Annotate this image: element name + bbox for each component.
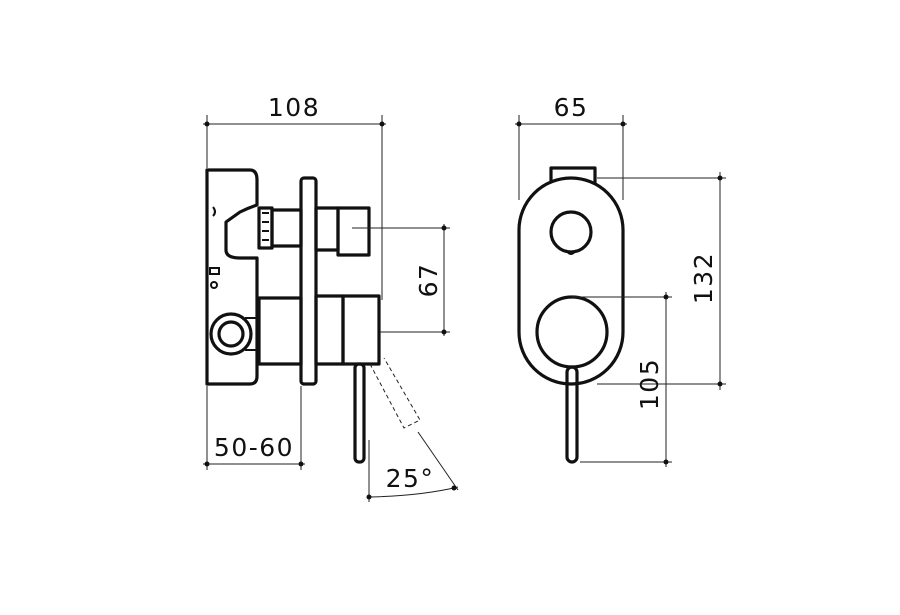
cartridge-housing: [257, 296, 303, 366]
dimension-108: 108: [203, 93, 386, 300]
dim-label-132: 132: [689, 252, 718, 304]
front-view: 65 132 105: [515, 93, 726, 467]
diverter-knob-pointer: [565, 249, 577, 255]
dim-label-50-60: 50-60: [214, 433, 294, 462]
dimension-132: 132: [597, 172, 726, 390]
upper-spindle-stem: [270, 208, 303, 248]
diverter-tab: [549, 166, 597, 184]
diverter-knob: [549, 210, 593, 254]
diverter-stem: [314, 206, 340, 252]
lever-hub-front: [535, 295, 609, 369]
mixer-body: [205, 168, 259, 386]
dimension-105: 105: [572, 292, 672, 467]
lever-handle-front: [565, 365, 579, 464]
outlet-ring-outer: [209, 312, 253, 356]
dim-label-angle: 25°: [386, 464, 435, 493]
lever-cap: [341, 294, 381, 366]
dim-label-65: 65: [554, 93, 589, 122]
cover-plate: [299, 176, 318, 386]
outlet-ring-inner: [217, 320, 245, 348]
front-cover-plate: [517, 176, 625, 386]
dim-label-108: 108: [268, 93, 320, 122]
dimension-angle: 25°: [366, 431, 459, 502]
dimension-50-60: 50-60: [203, 386, 305, 470]
side-view: 108 67 50-60 25°: [203, 93, 459, 502]
dim-label-105: 105: [635, 358, 664, 410]
body-slot: [209, 267, 220, 275]
diverter-button: [336, 206, 371, 257]
lever-hub: [314, 294, 345, 366]
dim-label-67: 67: [414, 263, 443, 298]
lever-rotated-hidden: [369, 357, 421, 429]
body-notch: [212, 206, 216, 217]
body-hole: [210, 281, 218, 289]
lever-handle: [353, 362, 366, 464]
dimension-67: 67: [352, 224, 450, 336]
dimension-65: 65: [515, 93, 627, 200]
